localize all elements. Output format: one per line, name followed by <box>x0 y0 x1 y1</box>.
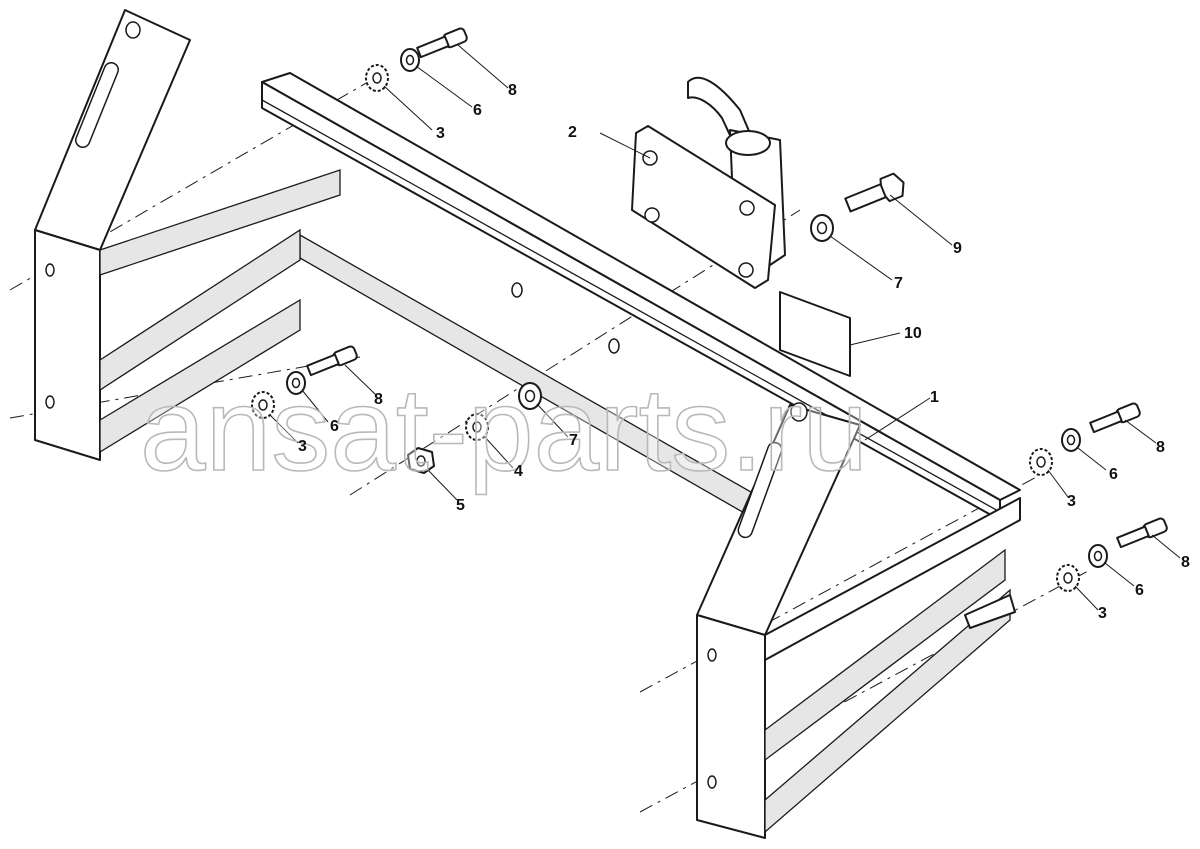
callout-8: 8 <box>1156 439 1165 456</box>
hitch-collar <box>725 130 771 156</box>
callout-8: 8 <box>1181 554 1190 571</box>
main-frame <box>34 9 1021 839</box>
callout-3: 3 <box>436 125 445 142</box>
callout-7: 7 <box>569 432 578 449</box>
callout-5: 5 <box>456 497 465 514</box>
callout-8: 8 <box>508 82 517 99</box>
callout-4: 4 <box>514 463 523 480</box>
right-strut-upper <box>764 497 1021 661</box>
left-post <box>34 229 101 461</box>
right-post <box>696 614 766 839</box>
callout-1: 1 <box>930 389 939 406</box>
flat-washer <box>1088 544 1108 568</box>
beam-hole <box>511 282 523 298</box>
flat-washer <box>810 214 834 242</box>
plate-hole <box>739 200 755 216</box>
fasteners <box>251 27 1168 592</box>
left-strut-upper <box>99 169 341 276</box>
lock-washer <box>1029 448 1053 476</box>
left-bracket <box>34 9 341 461</box>
hitch-assembly <box>631 76 786 289</box>
flat-washer <box>400 48 420 72</box>
callout-6: 6 <box>1109 466 1118 483</box>
right-hole <box>707 775 717 789</box>
callout-7: 7 <box>894 275 903 292</box>
bolt <box>306 345 358 377</box>
lock-washer <box>465 413 489 441</box>
callout-3: 3 <box>1067 493 1076 510</box>
leader-lines <box>269 44 1181 611</box>
left-arm <box>34 9 191 251</box>
plate-hole <box>738 262 754 278</box>
callout-6: 6 <box>1135 582 1144 599</box>
watermark: ansat-parts.ru <box>140 364 868 496</box>
callout-3: 3 <box>298 438 307 455</box>
left-strut-lower <box>99 298 301 454</box>
right-strut-mid <box>764 548 1006 762</box>
bolt <box>1116 517 1168 549</box>
left-strut-mid <box>99 228 301 392</box>
hitch-plate <box>631 125 776 289</box>
right-hole <box>707 648 717 662</box>
callout-10: 10 <box>904 325 922 342</box>
callout-8: 8 <box>374 391 383 408</box>
callout-3: 3 <box>1098 605 1107 622</box>
beam-hole <box>608 338 620 354</box>
lock-washer <box>1056 564 1080 592</box>
lock-washer <box>365 64 389 92</box>
bolt <box>416 27 468 59</box>
right-strut-lower <box>764 588 1011 834</box>
flat-washer <box>286 371 306 395</box>
bolt <box>1089 402 1141 434</box>
left-hole <box>45 263 55 277</box>
callout-6: 6 <box>330 418 339 435</box>
right-pin <box>790 402 808 422</box>
axis-line <box>639 474 1041 693</box>
left-pin <box>125 21 141 39</box>
left-slot <box>75 62 119 148</box>
left-hole <box>45 395 55 409</box>
flat-washer <box>518 382 542 410</box>
right-bracket <box>696 402 1021 839</box>
callout-6: 6 <box>473 102 482 119</box>
lock-washer <box>251 391 275 419</box>
hex-nut <box>407 447 435 474</box>
hex-bolt <box>844 172 905 213</box>
callout-9: 9 <box>953 240 962 257</box>
plate-hole <box>644 207 660 223</box>
callout-labels: 2 8 6 3 9 7 10 1 8 6 3 7 4 5 8 6 3 8 6 3 <box>298 82 1190 622</box>
right-slot <box>737 441 783 539</box>
callout-2: 2 <box>568 124 577 141</box>
flat-washer <box>1061 428 1081 452</box>
right-foot <box>964 594 1016 629</box>
label-plate <box>779 291 851 377</box>
